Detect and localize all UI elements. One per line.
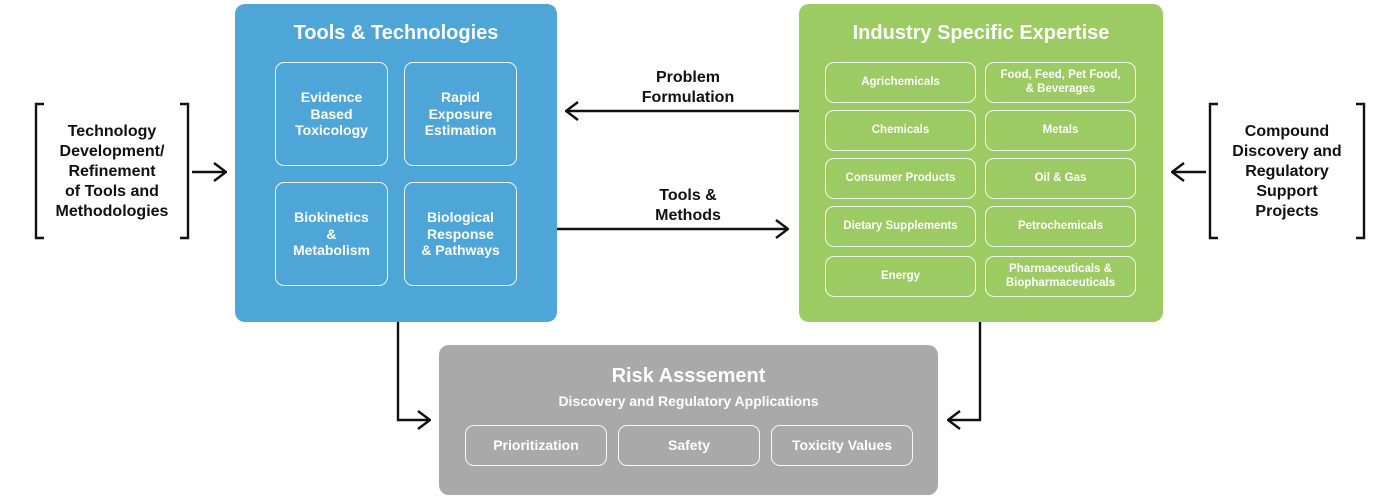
risk-item-toxicity-values: Toxicity Values — [771, 425, 913, 466]
tools-technologies-panel: Tools & Technologies Evidence Based Toxi… — [235, 4, 557, 322]
tools-panel-title: Tools & Technologies — [293, 22, 499, 44]
industry-panel-title: Industry Specific Expertise — [852, 22, 1110, 44]
industry-expertise-panel: Industry Specific Expertise Agrichemical… — [799, 4, 1163, 322]
tools-cell-biokinetics-metabolism: Biokinetics & Metabolism — [275, 182, 388, 286]
risk-panel-subtitle: Discovery and Regulatory Applications — [558, 393, 819, 409]
risk-assessment-panel: Risk Asssement Discovery and Regulatory … — [439, 345, 938, 495]
tools-cell-biological-response-pathways: Biological Response & Pathways — [404, 182, 517, 286]
industry-item: Dietary Supplements — [825, 206, 976, 247]
arrow-industry-to-risk — [948, 322, 982, 420]
left-bracket-open — [34, 102, 44, 240]
risk-item-safety: Safety — [618, 425, 760, 466]
right-side-label: Compound Discovery and Regulatory Suppor… — [1232, 123, 1342, 220]
tools-cell-evidence-based-toxicology: Evidence Based Toxicology — [275, 62, 388, 166]
industry-item: Oil & Gas — [985, 158, 1136, 199]
industry-item: Agrichemicals — [825, 62, 976, 103]
risk-panel-title: Risk Asssement — [611, 365, 766, 387]
right-bracket-open — [1208, 102, 1218, 240]
risk-item-prioritization: Prioritization — [465, 425, 607, 466]
tools-cell-rapid-exposure-estimation: Rapid Exposure Estimation — [404, 62, 517, 166]
arrow-tools-to-risk — [396, 322, 430, 420]
industry-item: Petrochemicals — [985, 206, 1136, 247]
industry-item: Energy — [825, 256, 976, 297]
left-side-label: Technology Development/ Refinement of To… — [55, 123, 169, 220]
right-bracket-close — [1356, 102, 1366, 240]
industry-item: Pharmaceuticals & Biopharmaceuticals — [985, 256, 1136, 297]
left-bracket-close — [180, 102, 190, 240]
industry-item: Chemicals — [825, 110, 976, 151]
tools-methods-label: Tools & Methods — [655, 187, 721, 224]
problem-formulation-label: Problem Formulation — [641, 69, 735, 106]
industry-item: Metals — [985, 110, 1136, 151]
industry-item: Food, Feed, Pet Food, & Beverages — [985, 62, 1136, 103]
industry-item: Consumer Products — [825, 158, 976, 199]
